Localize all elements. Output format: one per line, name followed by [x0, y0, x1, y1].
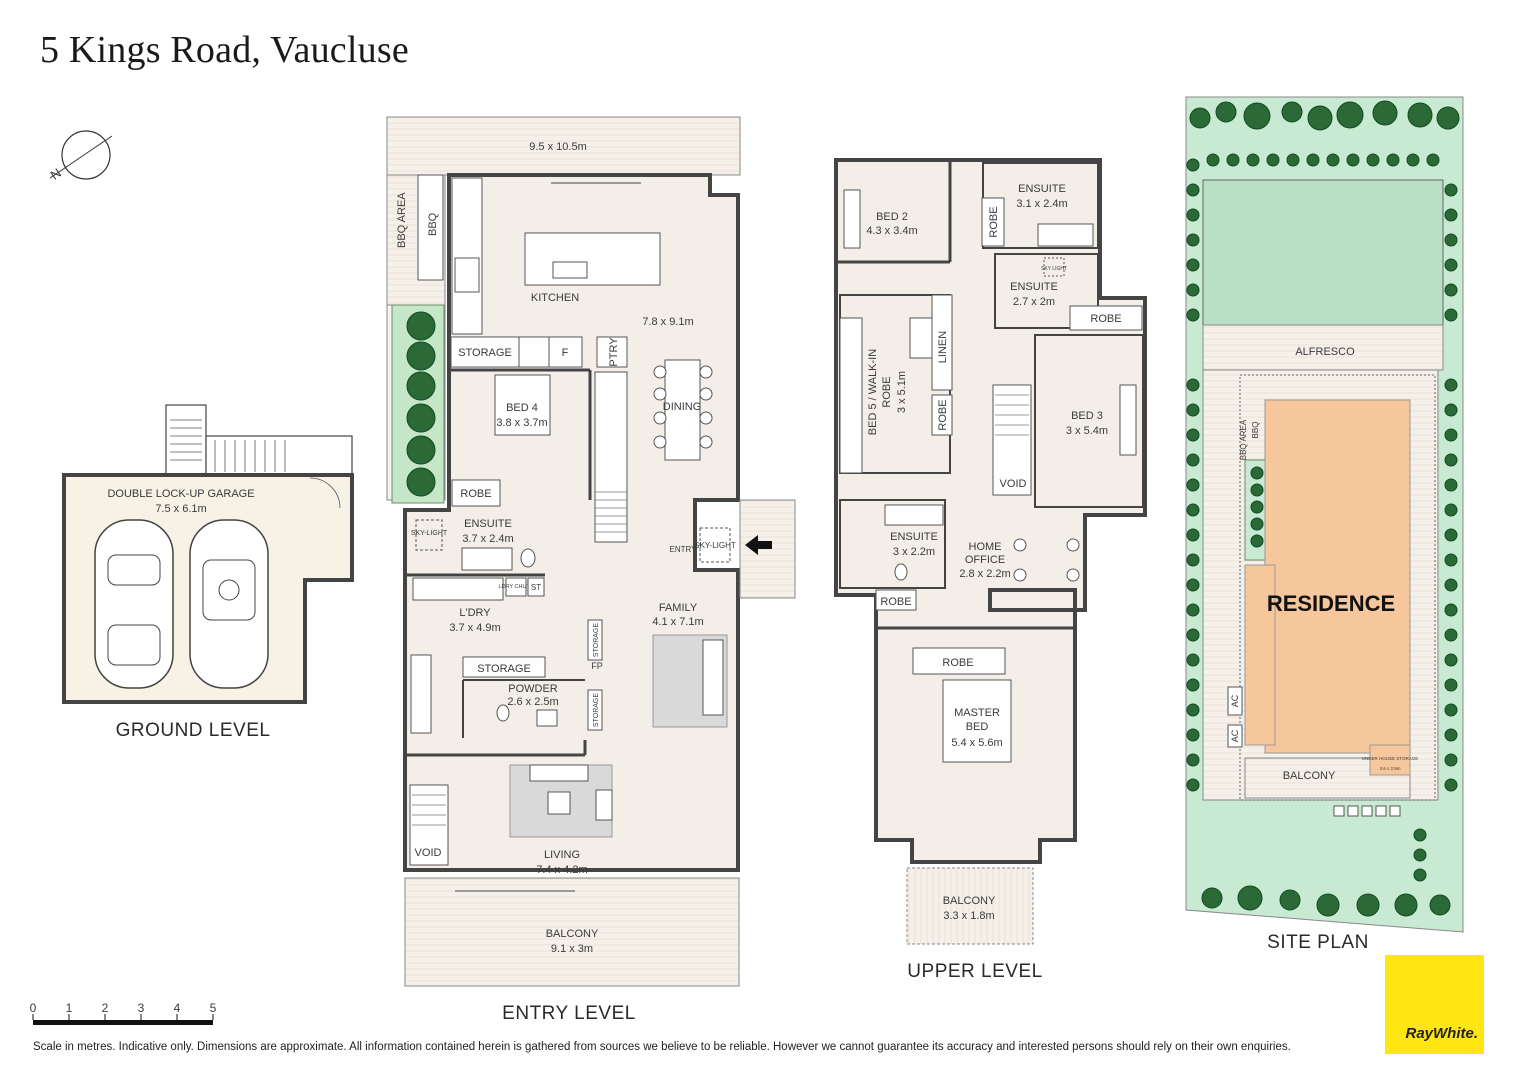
dining-label: DINING: [663, 401, 702, 413]
master-size: 5.4 x 5.6m: [951, 737, 1002, 749]
bed3-size: 3 x 5.4m: [1066, 425, 1108, 437]
garage-size: 7.5 x 6.1m: [155, 503, 206, 515]
car-icon: [94, 519, 174, 689]
scale-tick-1: 1: [66, 1001, 73, 1015]
linen-label: LINEN: [937, 331, 949, 363]
bed5-label: BED 5 / WALK-IN: [867, 349, 879, 435]
scale-tick-3: 3: [138, 1001, 145, 1015]
entry-arrow-icon: [745, 535, 772, 555]
upper-level-plan: BED 2 4.3 x 3.4m ENSUITE 3.1 x 2.4m ROBE…: [834, 158, 1147, 982]
kitchen-overall-size: 9.5 x 10.5m: [529, 141, 586, 153]
upper-level-title: UPPER LEVEL: [907, 961, 1042, 982]
scale-tick-0: 0: [30, 1001, 37, 1015]
ac-label-2: AC: [1230, 729, 1240, 742]
under-storage-size: 3.6 x 2.9m: [1379, 766, 1400, 771]
upper-void-label: VOID: [1000, 478, 1027, 490]
upper-robe2-label: ROBE: [1090, 313, 1121, 325]
master-label-2: BED: [966, 721, 989, 733]
entry-balcony-size: 9.1 x 3m: [551, 943, 593, 955]
upper-robe5-label: ROBE: [942, 657, 973, 669]
upper-ensuite3-label: ENSUITE: [890, 531, 938, 543]
ensuite-size: 3.7 x 2.4m: [462, 533, 513, 545]
home-office-label-2: OFFICE: [965, 554, 1005, 566]
north-compass-icon: N: [48, 130, 113, 183]
upper-ensuite2-size: 2.7 x 2m: [1013, 296, 1055, 308]
home-office-size: 2.8 x 2.2m: [959, 568, 1010, 580]
bed2-size: 4.3 x 3.4m: [866, 225, 917, 237]
scale-tick-4: 4: [174, 1001, 181, 1015]
bed4-size: 3.8 x 3.7m: [496, 417, 547, 429]
upper-balcony-size: 3.3 x 1.8m: [943, 910, 994, 922]
laundry-chute-label: LDRY CHUTE: [499, 584, 534, 590]
powder-size: 2.6 x 2.5m: [507, 696, 558, 708]
storage2-label: STORAGE: [477, 663, 531, 675]
raywhite-logo-text: RayWhite.: [1405, 1025, 1478, 1042]
living-label: LIVING: [544, 849, 580, 861]
powder-label: POWDER: [508, 683, 558, 695]
upper-skylight-label: SKY LIGHT: [1041, 266, 1067, 272]
fp-label: FP: [591, 661, 603, 671]
bed2-label: BED 2: [876, 211, 908, 223]
garage-label: DOUBLE LOCK-UP GARAGE: [107, 488, 254, 500]
ensuite-skylight-label: SKY-LIGHT: [411, 530, 448, 537]
raywhite-logo: RayWhite.: [1385, 955, 1484, 1054]
site-plan-title: SITE PLAN: [1267, 932, 1369, 953]
upper-ensuite2-label: ENSUITE: [1010, 281, 1058, 293]
entry-skylight-label: SKY-LIGHT: [694, 541, 736, 550]
entry-level-plan: BBQ AREA BBQ 9.5 x 10.5m KITCHEN 7.8 x 9…: [386, 116, 796, 1024]
upper-ensuite1-size: 3.1 x 2.4m: [1016, 198, 1067, 210]
upper-ensuite3-size: 3 x 2.2m: [893, 546, 935, 558]
under-storage-label: UNDER HOUSE STORAGE: [1362, 756, 1418, 761]
car-icon: [189, 519, 269, 689]
disclaimer-text: Scale in metres. Indicative only. Dimens…: [33, 1041, 1291, 1053]
ac-label-1: AC: [1230, 694, 1240, 707]
ground-level-title: GROUND LEVEL: [116, 720, 271, 741]
bbq-area-label: BBQ AREA: [396, 192, 408, 248]
storage-vertical-1: STORAGE: [593, 623, 600, 657]
family-size: 4.1 x 7.1m: [652, 616, 703, 628]
void-label: VOID: [415, 847, 442, 859]
upper-ensuite1-label: ENSUITE: [1018, 183, 1066, 195]
entry-level-title: ENTRY LEVEL: [502, 1003, 636, 1024]
compass-north-label: N: [48, 165, 64, 183]
kitchen-label: KITCHEN: [531, 292, 579, 304]
page-title: 5 Kings Road, Vaucluse: [40, 29, 409, 71]
scale-tick-2: 2: [102, 1001, 109, 1015]
laundry-size: 3.7 x 4.9m: [449, 622, 500, 634]
bed3-label: BED 3: [1071, 410, 1103, 422]
scale-bar: 0 1 2 3 4 5: [30, 1001, 217, 1025]
residence-label: RESIDENCE: [1267, 591, 1395, 616]
upper-robe4-label: ROBE: [880, 596, 911, 608]
site-bbq-label: BBQ: [1251, 422, 1260, 439]
bed5-robe-label: ROBE: [881, 376, 893, 407]
living-size: 7.4 x 4.2m: [536, 864, 587, 876]
alfresco-label: ALFRESCO: [1295, 346, 1355, 358]
upper-balcony-label: BALCONY: [943, 895, 996, 907]
ensuite-label: ENSUITE: [464, 518, 512, 530]
bed4-label: BED 4: [506, 402, 538, 414]
entry-balcony-label: BALCONY: [546, 928, 599, 940]
entry-label: ENTRY: [670, 545, 698, 554]
upper-robe1-label: ROBE: [988, 206, 1000, 237]
master-label: MASTER: [954, 707, 1000, 719]
bbq-label: BBQ: [427, 212, 439, 236]
laundry-label: L'DRY: [459, 607, 491, 619]
fridge-label: F: [562, 347, 569, 359]
storage-vertical-2: STORAGE: [593, 693, 600, 727]
st-label: ST: [531, 583, 541, 592]
site-balcony-label: BALCONY: [1283, 770, 1336, 782]
upper-robe3-label: ROBE: [937, 399, 949, 430]
home-office-label: HOME: [969, 541, 1002, 553]
robe-label: ROBE: [460, 488, 491, 500]
storage-label: STORAGE: [458, 347, 512, 359]
site-plan: ALFRESCO BBQ AREA BBQ RESIDENCE AC AC BA…: [1185, 96, 1464, 953]
kitchen-size: 7.8 x 9.1m: [642, 316, 693, 328]
site-bbq-area-label: BBQ AREA: [1239, 419, 1248, 460]
scale-tick-5: 5: [210, 1001, 217, 1015]
bed5-size: 3 x 5.1m: [896, 371, 908, 413]
family-label: FAMILY: [659, 602, 698, 614]
pantry-label: PTRY: [608, 337, 620, 367]
ground-level-plan: DOUBLE LOCK-UP GARAGE 7.5 x 6.1m GROUND …: [62, 404, 354, 741]
